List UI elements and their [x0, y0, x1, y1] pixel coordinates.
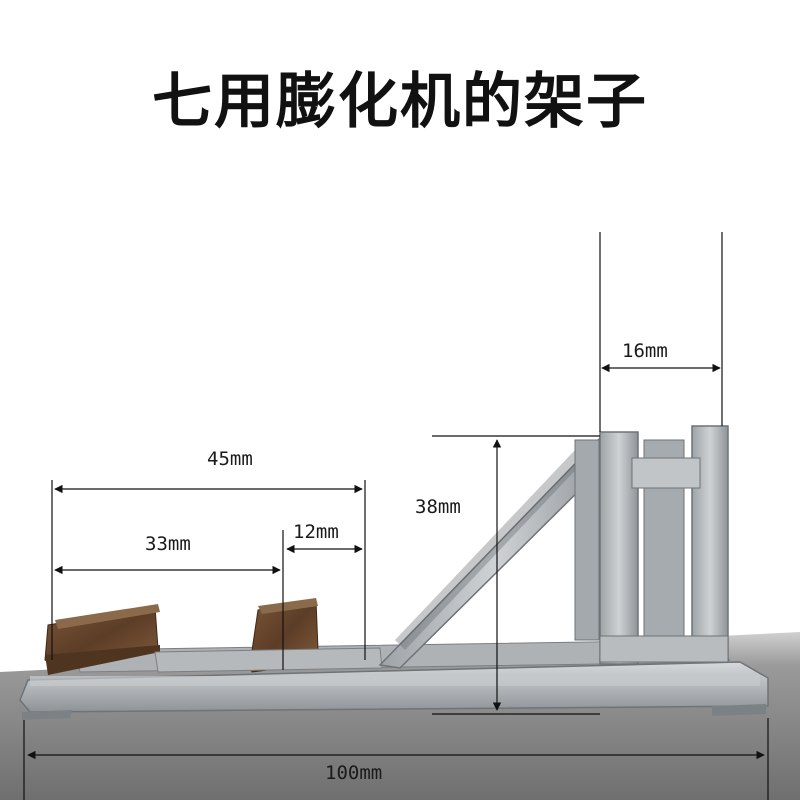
dimension-label-right-width: 16mm [622, 340, 668, 362]
lower-crossbar [599, 635, 729, 663]
dimension-label-left-gap: 12mm [293, 521, 339, 543]
dimension-label-left-section: 45mm [207, 448, 253, 470]
dimension-label-total-length: 100mm [325, 762, 383, 784]
center-bar [154, 647, 383, 673]
dimension-lines [23, 232, 769, 800]
dimension-label-left-inner: 33mm [145, 533, 191, 555]
rust-channel-left [44, 604, 160, 675]
upper-crossbar [631, 457, 701, 489]
front-post [574, 431, 639, 665]
page-title: 七用膨化机的架子 [152, 67, 648, 137]
dimension-label-height: 38mm [415, 496, 461, 518]
